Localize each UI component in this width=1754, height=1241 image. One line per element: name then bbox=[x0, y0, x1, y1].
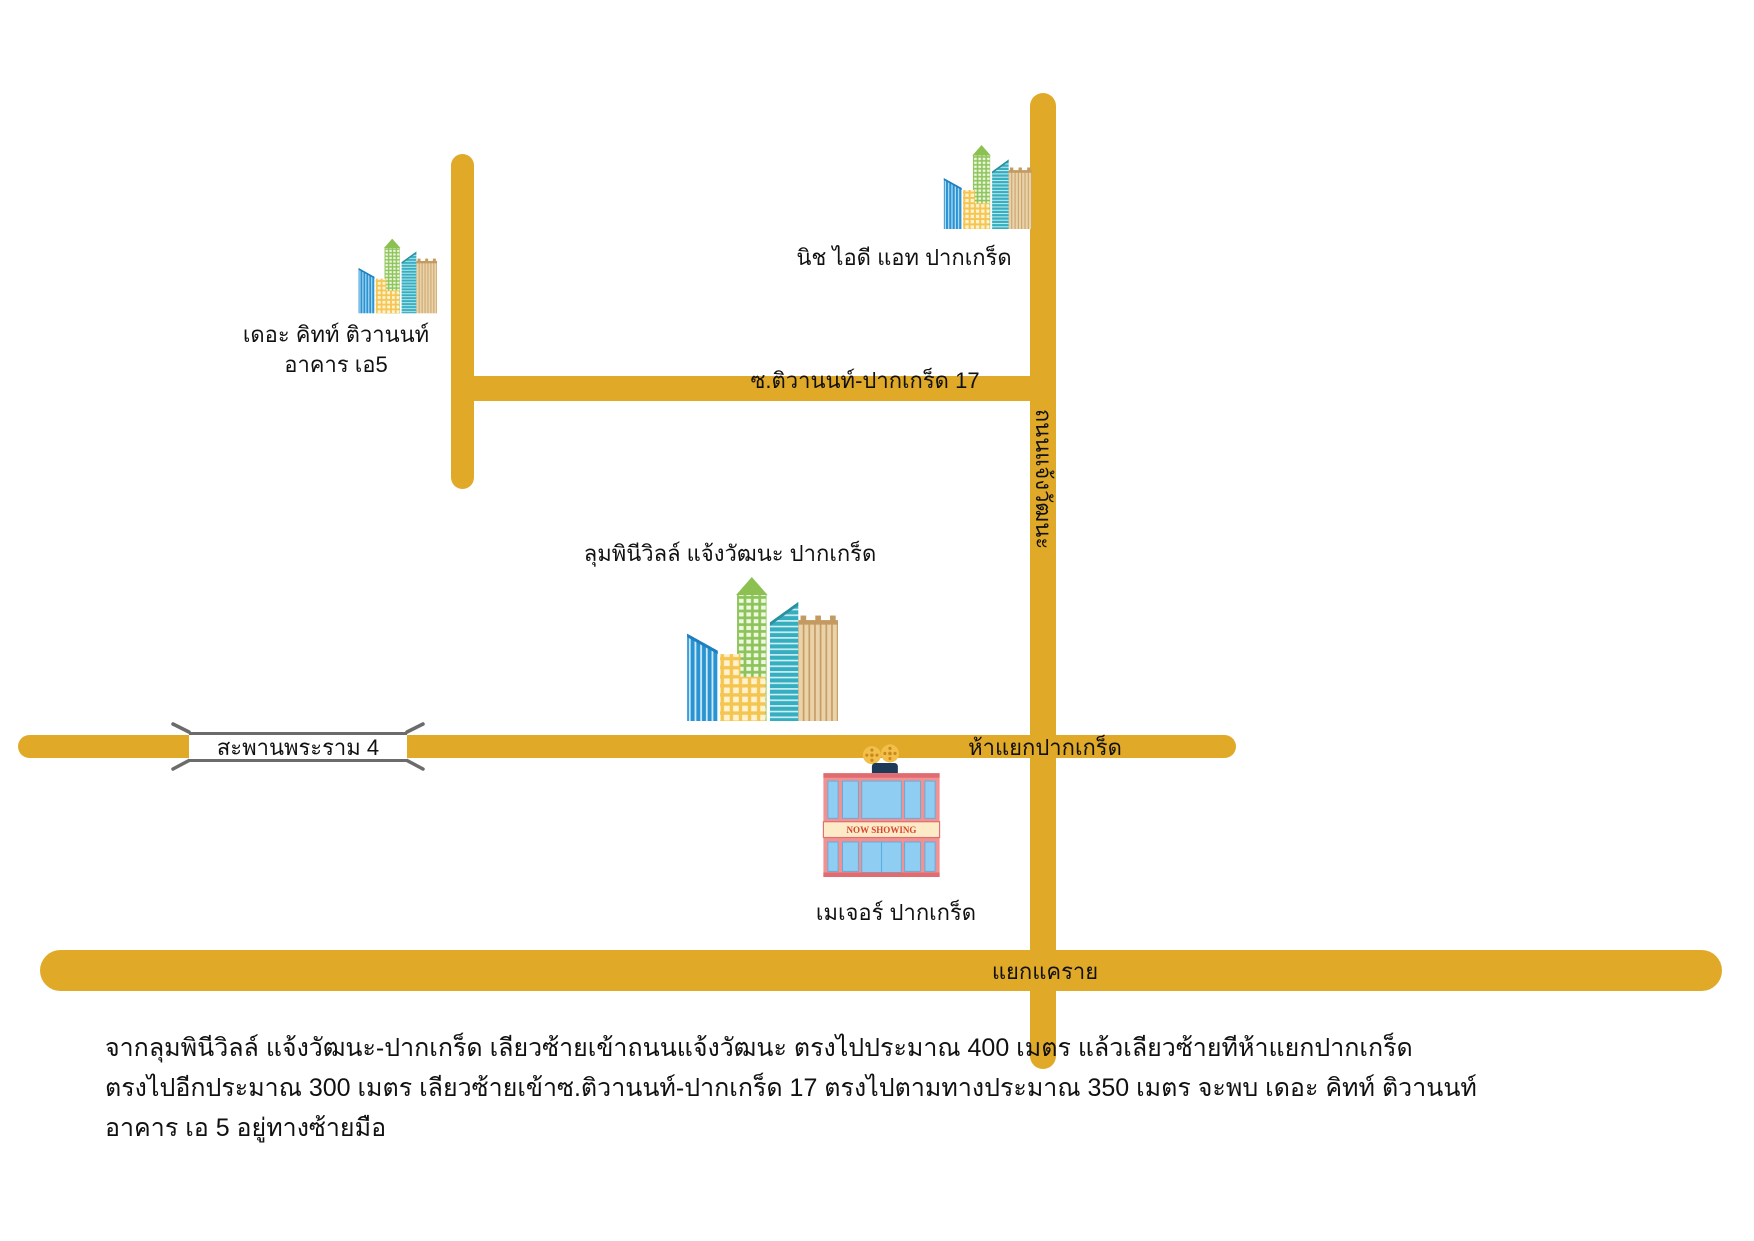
directions-text: จากลุมพินีวิลล์ แจ้งวัฒนะ-ปากเกร็ด เลียว… bbox=[105, 1028, 1725, 1148]
city-buildings-icon bbox=[943, 145, 1032, 229]
road-label-soi-17: ซ.ติวานนท์-ปากเกร็ด 17 bbox=[750, 368, 980, 393]
cinema-facade: NOW SHOWING bbox=[822, 773, 941, 877]
road-khae-rai bbox=[40, 950, 1722, 991]
cinema-sign-text: NOW SHOWING bbox=[847, 825, 917, 835]
bridge-label: สะพานพระราม 4 bbox=[216, 734, 380, 760]
place-label-the-kith: เดอะ คิทท์ ติวานนท์ bbox=[242, 322, 430, 347]
place-label-lumpini: ลุมพินีวิลล์ แจ้งวัฒนะ ปากเกร็ด bbox=[583, 541, 877, 566]
bridge-rama4: สะพานพระราม 4 bbox=[189, 732, 407, 762]
bridge-wings bbox=[171, 722, 425, 771]
place-label-major: เมเจอร์ ปากเกร็ด bbox=[815, 900, 977, 925]
place-label-the-kith-building: อาคาร เอ5 bbox=[284, 352, 388, 377]
place-label-niche-id: นิช ไอดี แอท ปากเกร็ด bbox=[796, 245, 1012, 270]
cinema-icon: NOW SHOWING bbox=[822, 744, 941, 877]
road-chaengwattana bbox=[1030, 93, 1056, 1069]
directions-line: ตรงไปอีกประมาณ 300 เมตร เลียวซ้ายเข้าซ.ต… bbox=[105, 1074, 1477, 1102]
road-label-chaengwattana: ถนนแจ้งวัฒนะ bbox=[1031, 408, 1056, 550]
junction-label-khae-rai: แยกแคราย bbox=[991, 959, 1099, 984]
directions-line: จากลุมพินีวิลล์ แจ้งวัฒนะ-ปากเกร็ด เลียว… bbox=[105, 1034, 1413, 1062]
city-buildings-icon bbox=[687, 577, 838, 721]
film-reel-icon bbox=[862, 744, 899, 774]
city-buildings-icon bbox=[358, 238, 437, 314]
road-left-connector bbox=[451, 154, 474, 489]
junction-label-pak-kret: ห้าแยกปากเกร็ด bbox=[968, 735, 1122, 760]
directions-line: อาคาร เอ 5 อยู่ทางซ้ายมือ bbox=[105, 1114, 387, 1142]
road-soi-17 bbox=[462, 376, 1043, 401]
